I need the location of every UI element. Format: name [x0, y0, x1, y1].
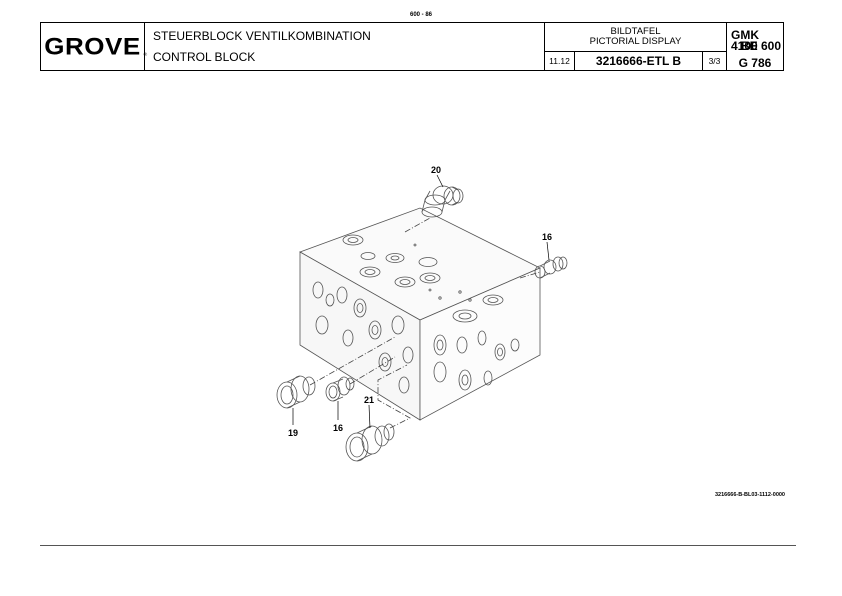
- assembly-centerlines: [309, 217, 541, 429]
- exploded-view-drawing: 20 16 19 16 21: [276, 165, 568, 462]
- description-cell: STEUERBLOCK VENTILKOMBINATION CONTROL BL…: [145, 23, 545, 70]
- date-cell: 11.12: [545, 52, 575, 70]
- fitting-21: [345, 423, 395, 462]
- callout-19: 19: [288, 428, 298, 438]
- part-number: 3216666-ETL B: [575, 52, 703, 70]
- control-block: [299, 207, 541, 421]
- sheet-number: 3/3: [703, 52, 727, 70]
- fitting-19: [276, 375, 316, 409]
- logo-text: GROVE: [44, 32, 141, 60]
- model-line-2: BE 600: [741, 39, 782, 53]
- callout-20: 20: [431, 165, 441, 175]
- leader-lines: [292, 174, 550, 429]
- model-line-3: G 786: [738, 56, 772, 70]
- title-english: CONTROL BLOCK: [153, 50, 256, 64]
- callout-16-left: 16: [333, 423, 343, 433]
- display-type-german: BILDTAFEL: [610, 26, 661, 37]
- page-number: 600 - 86: [409, 12, 433, 18]
- title-german: STEUERBLOCK VENTILKOMBINATION: [153, 29, 371, 43]
- callout-16-right: 16: [542, 232, 552, 242]
- grove-logo: GROVE®: [44, 32, 147, 61]
- model-line-1: GMK 4100: [731, 28, 759, 53]
- fitting-16-left: [325, 376, 355, 402]
- model-cell: GMK 4100 BE 600 G 786: [727, 23, 783, 70]
- title-block: GROVE® STEUERBLOCK VENTILKOMBINATION CON…: [40, 22, 784, 71]
- registered-mark: ®: [143, 52, 148, 58]
- display-type-cell: BILDTAFEL PICTORIAL DISPLAY: [545, 23, 727, 52]
- drawing-id: 3216666-B-BL03-1112-0000: [714, 492, 785, 498]
- logo-cell: GROVE®: [41, 23, 147, 70]
- callout-21: 21: [364, 395, 374, 405]
- display-type-english: PICTORIAL DISPLAY: [589, 36, 682, 47]
- bottom-rule: [40, 545, 796, 546]
- fitting-16-right: [534, 256, 568, 279]
- fitting-20: [421, 185, 464, 218]
